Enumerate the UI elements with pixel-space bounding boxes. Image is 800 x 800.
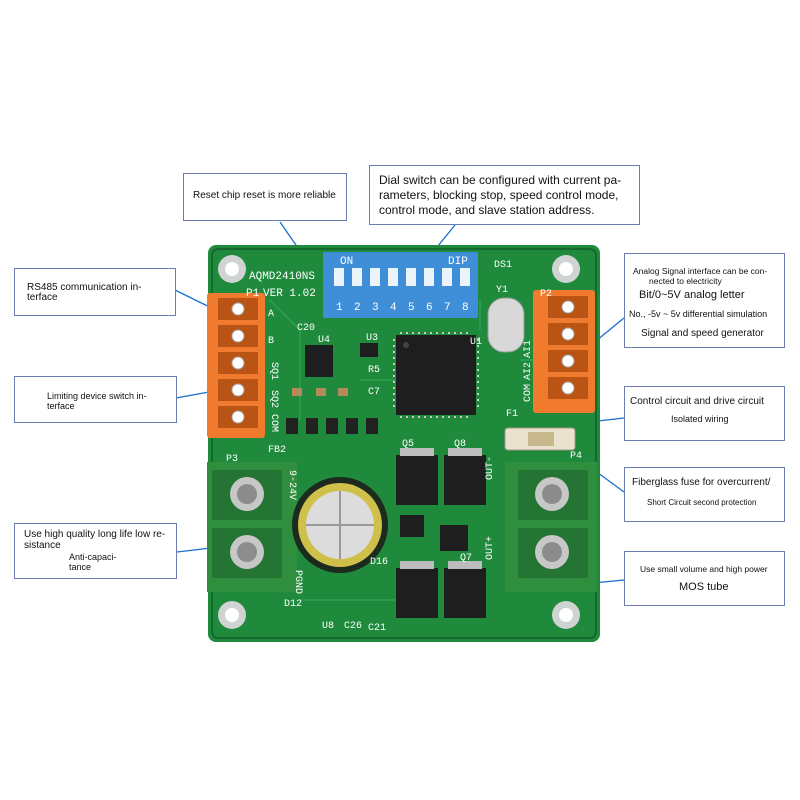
electrolytic-capacitor: [292, 477, 388, 573]
silkscreen: AQMD2410NS VER 1.02 P1 ON DIP 1 2 3 4 5 …: [226, 256, 582, 634]
silk-p1: P1: [246, 288, 260, 300]
right-terminal-block: [533, 290, 595, 413]
callout-control-circuit: Control circuit and drive circuit Isolat…: [624, 386, 785, 441]
silk-out-minus: OUT-: [485, 456, 496, 480]
callout-analog-line3: Bit/0~5V analog letter: [639, 289, 745, 301]
silk-u8: U8: [322, 621, 334, 632]
callout-analog-line1: Analog Signal interface can be con-: [633, 266, 768, 276]
silk-f1: F1: [506, 409, 518, 420]
silk-b: B: [268, 336, 274, 347]
silk-com: COM: [523, 384, 534, 402]
callout-limit-line1: Limiting device switch in-: [47, 391, 147, 401]
callout-capacitor: Use high quality long life low re- sista…: [14, 523, 177, 579]
callout-capacitor-line4: tance: [69, 562, 92, 572]
silk-out-plus: OUT+: [485, 536, 496, 560]
dip-on-label: ON: [340, 256, 353, 268]
callout-reset: Reset chip reset is more reliable: [183, 173, 347, 221]
dip-number: 3: [372, 302, 379, 314]
mounting-holes: [218, 255, 580, 629]
silk-d16: D16: [370, 557, 388, 568]
callout-rs485-line1: RS485 communication in-: [27, 282, 142, 293]
silk-a: A: [268, 309, 274, 320]
silk-u4: U4: [318, 335, 330, 346]
silk-q7: Q7: [460, 553, 472, 564]
left-terminal-block: [207, 293, 265, 438]
dip-number: 8: [462, 302, 469, 314]
dip-numbers: 1 2 3 4 5 6 7 8: [336, 302, 469, 314]
callout-rs485-line2: terface: [27, 292, 58, 303]
silk-sq1: SQ1: [268, 362, 279, 380]
silk-q5: Q5: [402, 439, 414, 450]
passive-components: [286, 388, 378, 434]
crystal-oscillator: [487, 297, 525, 353]
callout-capacitor-line2: sistance: [24, 540, 61, 551]
dip-number: 7: [444, 302, 451, 314]
callout-rs485: RS485 communication in- terface: [14, 268, 176, 316]
callout-control-line1: Control circuit and drive circuit: [630, 396, 764, 407]
dip-switch: [323, 252, 478, 318]
silk-vin: 9-24V: [286, 470, 297, 500]
callout-mos-line2: MOS tube: [679, 581, 729, 593]
mcu-chip: [393, 332, 479, 418]
silk-c7: C7: [368, 387, 380, 398]
silk-c21: C21: [368, 623, 386, 634]
silk-ai1: AI1: [523, 340, 534, 358]
callout-fuse-line1: Fiberglass fuse for overcurrent/: [632, 477, 771, 488]
dip-number: 2: [354, 302, 361, 314]
callout-mos-tube: Use small volume and high power MOS tube: [624, 551, 785, 606]
mosfet-transistors: [396, 448, 486, 618]
silk-ds1: DS1: [494, 260, 512, 271]
silk-p2: P2: [540, 289, 552, 300]
dip-number: 6: [426, 302, 433, 314]
silk-y1: Y1: [496, 285, 508, 296]
board-model: AQMD2410NS: [249, 271, 315, 283]
callout-fuse: Fiberglass fuse for overcurrent/ Short C…: [624, 467, 785, 522]
silk-sq2: SQ2: [268, 390, 279, 408]
dip-number: 5: [408, 302, 415, 314]
callout-analog-line5: Signal and speed generator: [641, 328, 764, 339]
silk-ai2: AI2: [523, 362, 534, 380]
dip-number: 4: [390, 302, 397, 314]
board-version: VER 1.02: [263, 288, 316, 300]
callout-dial-line2: rameters, blocking stop, speed control m…: [379, 188, 619, 202]
fuse: [504, 427, 576, 451]
silk-fb2: FB2: [268, 445, 286, 456]
silk-u3: U3: [366, 333, 378, 344]
silk-d12: D12: [284, 599, 302, 610]
silk-p3: P3: [226, 454, 238, 465]
silk-pgnd: PGND: [292, 570, 303, 594]
callout-analog-line4: No., -5v ~ 5v differential simulation: [629, 309, 768, 319]
dip-number: 1: [336, 302, 343, 314]
callout-capacitor-line3: Anti-capaci-: [69, 552, 117, 562]
callout-reset-text: Reset chip reset is more reliable: [193, 190, 336, 201]
callout-mos-line1: Use small volume and high power: [640, 564, 768, 574]
callout-fuse-line2: Short Circuit second protection: [647, 498, 757, 507]
small-chips: [305, 343, 378, 377]
left-screw-terminal: [207, 462, 297, 592]
callout-limit-switch: Limiting device switch in- terface: [14, 376, 177, 423]
callout-analog: Analog Signal interface can be con- nect…: [624, 253, 785, 348]
silk-q8: Q8: [454, 439, 466, 450]
silk-r5: R5: [368, 365, 380, 376]
callout-dial-switch: Dial switch can be configured with curre…: [369, 165, 640, 225]
callout-dial-line1: Dial switch can be configured with curre…: [379, 173, 622, 187]
silk-com-left: COM: [268, 414, 279, 432]
callout-capacitor-line1: Use high quality long life low re-: [24, 529, 166, 540]
silk-c20: C20: [297, 323, 315, 334]
callout-limit-line2: terface: [47, 401, 75, 411]
callout-analog-line2: nected to electricity: [649, 276, 722, 286]
silk-u1: U1: [470, 337, 482, 348]
right-screw-terminal: [505, 462, 597, 592]
callout-control-line2: Isolated wiring: [671, 414, 729, 424]
dip-label: DIP: [448, 256, 468, 268]
silk-p4: P4: [570, 451, 582, 462]
callout-dial-line3: control mode, and slave station address.: [379, 203, 595, 217]
silk-c26: C26: [344, 621, 362, 632]
